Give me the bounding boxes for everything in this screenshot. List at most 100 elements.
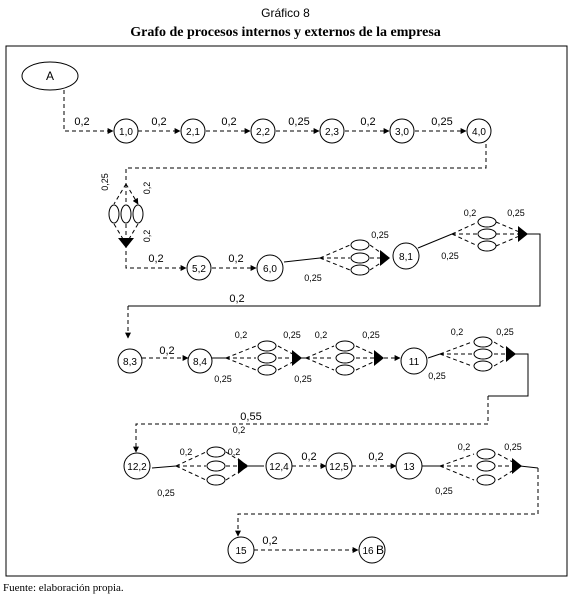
fork4-merge bbox=[277, 345, 301, 371]
edge-fork3-83 bbox=[128, 233, 541, 307]
activity-ellipse bbox=[477, 216, 497, 228]
node-label: 16 bbox=[362, 546, 374, 557]
node-label: 5,2 bbox=[192, 264, 206, 275]
figure-caption: Gráfico 8 bbox=[261, 6, 310, 20]
node-label: 15 bbox=[235, 546, 247, 557]
node-8-1 bbox=[392, 242, 420, 270]
edge-fork1-52 bbox=[125, 244, 187, 271]
fork6-lines bbox=[439, 341, 473, 367]
edge-fork8-down bbox=[519, 465, 539, 469]
figure-title: Grafo de procesos internos y externos de… bbox=[130, 25, 441, 40]
node-2-2 bbox=[250, 118, 276, 144]
activity-ellipse bbox=[120, 204, 132, 224]
edge-weight: 0,25 bbox=[214, 374, 232, 384]
edge-weight: 0,2 bbox=[464, 208, 477, 218]
edge-weight: 0,25 bbox=[304, 273, 322, 283]
edge-weight: 0,2 bbox=[262, 535, 277, 547]
fork8-lines bbox=[439, 453, 475, 481]
edge-weight: 0,55 bbox=[240, 411, 261, 423]
edge-weight: 0,2 bbox=[368, 451, 383, 463]
activity-ellipse bbox=[132, 204, 144, 224]
node-a bbox=[21, 61, 79, 91]
node-label: 3,0 bbox=[395, 127, 409, 138]
edge-weight: 0,25 bbox=[283, 330, 301, 340]
merge-wedge bbox=[374, 350, 384, 366]
edge-weight: 0,25 bbox=[435, 486, 453, 496]
node-label: 2,1 bbox=[186, 127, 200, 138]
activity-ellipse bbox=[206, 446, 226, 458]
edge-122-fork7 bbox=[151, 465, 177, 469]
activity-ellipse bbox=[257, 340, 277, 352]
node-label: A bbox=[46, 69, 54, 83]
node-5-2 bbox=[186, 255, 212, 281]
edge-weight: 0,25 bbox=[504, 442, 522, 452]
activity-ellipse bbox=[473, 360, 493, 372]
node-label: 2,2 bbox=[256, 127, 270, 138]
merge-wedge bbox=[292, 350, 302, 366]
activity-ellipse bbox=[335, 340, 355, 352]
node-8-4 bbox=[187, 348, 213, 374]
figure-source: Fuente: elaboración propia. bbox=[3, 582, 124, 594]
node-16 bbox=[358, 536, 386, 564]
edge-11-fork6 bbox=[427, 353, 441, 359]
node-label: 4,0 bbox=[472, 127, 486, 138]
edge-weight: 0,2 bbox=[229, 293, 244, 305]
edge-weight: 0,25 bbox=[294, 374, 312, 384]
merge-wedge bbox=[238, 458, 248, 474]
activity-ellipse bbox=[477, 240, 497, 252]
edge-weight: 0,2 bbox=[458, 442, 471, 452]
activity-ellipse bbox=[473, 336, 493, 348]
edge-weight: 0,25 bbox=[157, 488, 175, 498]
diagram-frame bbox=[5, 45, 568, 577]
edge-weight: 0,25 bbox=[428, 371, 446, 381]
activity-ellipse bbox=[335, 352, 355, 364]
edge-to-15 bbox=[235, 468, 539, 537]
edge-weight: 0,2 bbox=[228, 253, 243, 265]
edge-a-10 bbox=[63, 90, 114, 134]
node-label: 13 bbox=[403, 462, 415, 473]
edge-weight: 0,2 bbox=[301, 451, 316, 463]
node-label: 2,3 bbox=[325, 127, 339, 138]
node-label: 8,1 bbox=[399, 252, 413, 263]
node-12-5 bbox=[325, 452, 353, 480]
edge-weight: 0,25 bbox=[441, 251, 459, 261]
edge-weight: 0,2 bbox=[221, 116, 236, 128]
merge-wedge bbox=[506, 346, 516, 362]
edge-weight: 0,25 bbox=[100, 173, 110, 191]
edge-fork6-down bbox=[488, 353, 529, 397]
node-label: 12,4 bbox=[269, 462, 289, 473]
node-label: 12,5 bbox=[329, 462, 349, 473]
edge-weight: 0,2 bbox=[233, 425, 246, 435]
activity-ellipse bbox=[108, 204, 120, 224]
activity-ellipse bbox=[476, 460, 496, 472]
node-8-3 bbox=[117, 348, 143, 374]
activity-ellipse bbox=[206, 460, 226, 472]
node-label: 12,2 bbox=[127, 462, 147, 473]
fork2-lines bbox=[319, 244, 351, 271]
edge-weight: 0,2 bbox=[142, 230, 152, 243]
node-2-3 bbox=[319, 118, 345, 144]
merge-wedge bbox=[512, 458, 522, 474]
activity-ellipse bbox=[477, 228, 497, 240]
edge-weight: 0,2 bbox=[159, 345, 174, 357]
activity-ellipse bbox=[257, 352, 277, 364]
node-11 bbox=[400, 347, 428, 375]
edge-weight: 0,2 bbox=[142, 182, 152, 195]
edge-weight: 0,25 bbox=[288, 116, 309, 128]
node-12-2 bbox=[123, 452, 151, 480]
edge-weight: 0,2 bbox=[360, 116, 375, 128]
fork3-lines bbox=[451, 221, 479, 247]
node-13 bbox=[395, 452, 423, 480]
node-15 bbox=[227, 536, 255, 564]
node-label: 11 bbox=[409, 357, 420, 368]
edge-weight: 0,2 bbox=[148, 253, 163, 265]
activity-ellipse bbox=[350, 239, 370, 251]
fork5-lines bbox=[305, 345, 335, 371]
edge-weight: 0,2 bbox=[180, 447, 193, 457]
node-6-0 bbox=[256, 254, 284, 282]
node-4-0 bbox=[466, 118, 492, 144]
fork7-lines bbox=[175, 451, 207, 481]
node-label: 6,0 bbox=[263, 264, 277, 275]
activity-ellipse bbox=[473, 348, 493, 360]
